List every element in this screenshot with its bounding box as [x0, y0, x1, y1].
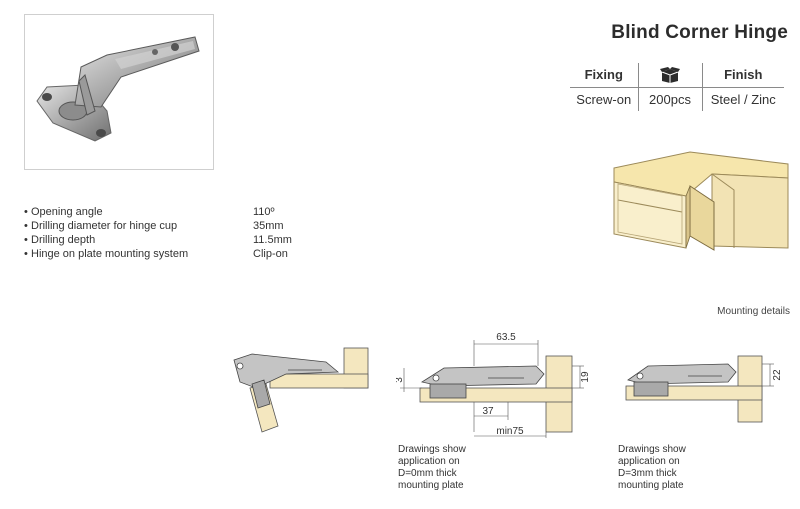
- note-line: Drawings show: [618, 444, 686, 455]
- note-line: mounting plate: [618, 480, 684, 491]
- feature-item: •Drilling depth: [24, 234, 96, 246]
- feature-value: 110º: [253, 206, 275, 218]
- spec-value-quantity: 200pcs: [638, 87, 703, 111]
- feature-item: •Drilling diameter for hinge cup: [24, 220, 178, 232]
- spec-table-value-row: Screw-on 200pcs Steel / Zinc: [570, 87, 784, 111]
- hinge-drawing-d3: 22: [625, 355, 783, 423]
- feature-value: 11.5mm: [253, 234, 292, 246]
- feature-list: •Opening angle •Drilling diameter for hi…: [24, 205, 188, 261]
- spec-table-header-row: Fixing Finish: [570, 63, 784, 88]
- feature-label: Hinge on plate mounting system: [31, 248, 189, 260]
- drawing-note-d0: Drawings show application on D=0mm thick…: [398, 444, 488, 492]
- note-line: application on: [618, 456, 680, 467]
- hinge-drawing-d0: 63.5 3 19 37 min75: [396, 332, 591, 438]
- feature-item: •Hinge on plate mounting system: [24, 248, 189, 260]
- spec-header-finish: Finish: [702, 63, 784, 88]
- dimension-22: 22: [772, 369, 783, 381]
- box-icon: [660, 67, 680, 84]
- dimension-3: 3: [396, 377, 405, 383]
- dimension-19: 19: [580, 371, 591, 383]
- note-line: D=0mm thick: [398, 468, 457, 479]
- note-line: application on: [398, 456, 460, 467]
- feature-item: •Opening angle: [24, 206, 103, 218]
- drawing-note-d3: Drawings show application on D=3mm thick…: [618, 444, 708, 492]
- spec-header-fixing: Fixing: [570, 63, 639, 88]
- spec-value-finish: Steel / Zinc: [710, 91, 776, 107]
- spec-value-fixing: Screw-on: [570, 87, 639, 111]
- feature-value: 35mm: [253, 220, 284, 232]
- note-line: Drawings show: [398, 444, 466, 455]
- feature-label: Drilling diameter for hinge cup: [31, 220, 178, 232]
- product-photo-frame: [24, 14, 214, 170]
- dimension-37: 37: [482, 406, 494, 417]
- feature-value: Clip-on: [253, 248, 288, 260]
- note-line: mounting plate: [398, 480, 464, 491]
- spec-table: Fixing Finish Screw-on 200pcs Steel / Zi…: [570, 63, 784, 111]
- feature-values: 110º 35mm 11.5mm Clip-on: [253, 205, 292, 261]
- spec-header-quantity: [638, 63, 703, 88]
- hinge-drawing-open: [233, 347, 369, 433]
- mounting-details-caption: Mounting details: [717, 306, 790, 317]
- note-line: D=3mm thick: [618, 468, 677, 479]
- hinge-photo: [36, 36, 200, 142]
- product-title: Blind Corner Hinge: [611, 22, 788, 43]
- feature-label: Opening angle: [31, 206, 103, 218]
- dimension-63-5: 63.5: [496, 332, 516, 343]
- corner-cabinet-illustration: [613, 151, 789, 251]
- dimension-min75: min75: [496, 426, 524, 437]
- feature-label: Drilling depth: [31, 234, 96, 246]
